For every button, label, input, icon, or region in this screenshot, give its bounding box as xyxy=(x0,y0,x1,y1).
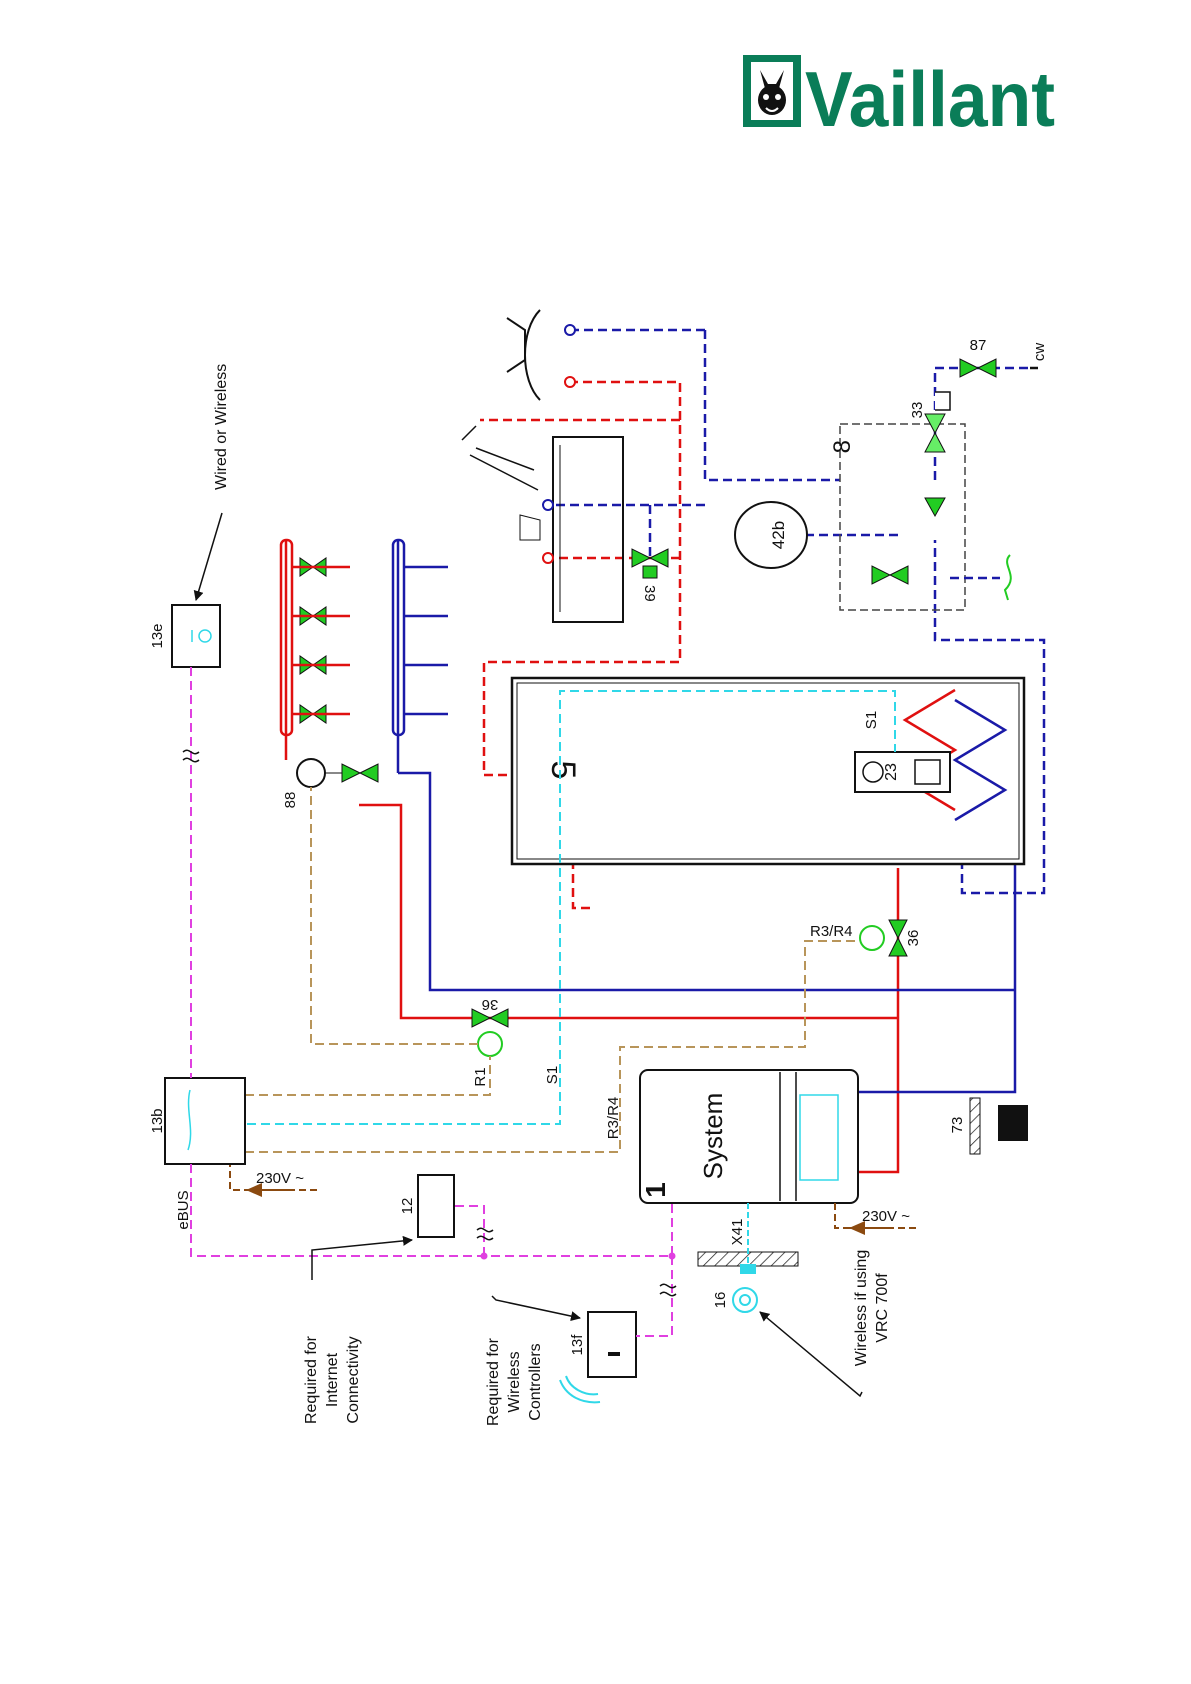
shower-head-icon xyxy=(462,426,538,490)
pump-icon xyxy=(297,759,325,787)
callout-vrc: Wireless if using VRC 700f xyxy=(760,1250,891,1396)
wireless-icon xyxy=(560,1376,600,1402)
thermostat-label: 23 xyxy=(883,763,900,781)
wireless-ctrl-line-3: Controllers xyxy=(527,1343,544,1420)
thermostat-housing xyxy=(855,752,950,792)
boiler-number: 1 xyxy=(640,1182,671,1198)
callout-wireless-controllers: Required for Wireless Controllers xyxy=(485,1296,580,1426)
antenna-label: 16 xyxy=(712,1292,729,1309)
receiver-13f: 13f xyxy=(560,1312,636,1402)
filter-icon xyxy=(998,1105,1028,1141)
actuator-icon xyxy=(860,926,884,950)
expansion-vessel: 42b xyxy=(735,502,807,568)
vaillant-logo: Vaillant xyxy=(743,55,1055,143)
zone-valve-hw: 36 xyxy=(860,920,922,956)
wireless-ctrl-line-1: Required for xyxy=(485,1337,502,1426)
antenna-icon xyxy=(733,1288,757,1312)
power-boiler: 230V ~ xyxy=(835,1203,920,1228)
filter-label: 73 xyxy=(949,1117,966,1134)
receiver-label: 13f xyxy=(569,1334,586,1356)
vrc-line-1: Wireless if using xyxy=(853,1250,870,1366)
power-boiler-label: 230V ~ xyxy=(862,1208,910,1225)
bath-tap-icon xyxy=(520,515,540,540)
tmv-label: 39 xyxy=(641,585,658,602)
antenna: X41 16 xyxy=(698,1203,798,1312)
zone-valve-hw-label: 36 xyxy=(905,930,922,947)
inlet-valves: 33 87 cw xyxy=(909,337,1048,418)
bath xyxy=(462,426,623,622)
wireless-ctrl-line-2: Wireless xyxy=(506,1351,523,1412)
internet-line-1: Required for xyxy=(303,1335,320,1424)
boiler-name: System xyxy=(698,1093,728,1180)
controller-13e-label: 13e xyxy=(149,623,166,648)
sensor-wire-label: S1 xyxy=(544,1066,561,1084)
callout-wired-wireless: Wired or Wireless xyxy=(196,364,230,600)
ufh-pump: 88 xyxy=(282,759,378,808)
system-boiler: System 1 xyxy=(640,1070,858,1203)
relay-r3r4-wire-label: R3/R4 xyxy=(605,1097,622,1140)
pump-88-label: 88 xyxy=(282,792,299,809)
cold-water-label: cw xyxy=(1031,343,1048,362)
unvented-kit: 8 xyxy=(829,414,1011,610)
mixing-valve-icon xyxy=(342,764,378,782)
ebus-label: eBUS xyxy=(175,1190,192,1229)
gateway-label: 12 xyxy=(399,1198,416,1215)
isolation-valve-87-icon xyxy=(960,359,996,377)
vrc-line-2: VRC 700f xyxy=(874,1273,891,1343)
x41-label: X41 xyxy=(729,1219,746,1246)
valve-33-label: 33 xyxy=(909,402,926,419)
ch-return-pipe xyxy=(858,990,1015,1092)
relay-r3r4-top-label: R3/R4 xyxy=(810,923,853,940)
unvented-kit-label: 8 xyxy=(829,440,856,453)
prv-valve-icon xyxy=(872,566,908,584)
basin xyxy=(507,310,575,400)
callout-internet: Required for Internet Connectivity xyxy=(303,1240,412,1424)
brand-name: Vaillant xyxy=(805,55,1055,143)
controller-13b-label: 13b xyxy=(149,1108,166,1133)
wired-wireless-text: Wired or Wireless xyxy=(213,364,230,490)
manifold-valve-icons xyxy=(300,558,326,723)
valve-87-label: 87 xyxy=(970,337,987,354)
cylinder: 5 23 S1 xyxy=(512,678,1024,864)
cylinder-label: 5 xyxy=(544,761,582,780)
controller-13b: 13b xyxy=(149,1078,245,1164)
ch-flow-pipe xyxy=(858,868,898,1172)
strainer-icon xyxy=(935,392,950,410)
relay-r1-label: R1 xyxy=(472,1067,489,1086)
power-controller-label: 230V ~ xyxy=(256,1170,304,1187)
check-valve-icon xyxy=(925,414,945,452)
zone-valve-ch: 36 xyxy=(472,996,508,1056)
internet-line-2: Internet xyxy=(324,1352,341,1407)
internet-line-3: Connectivity xyxy=(345,1336,362,1423)
zone-valve-ch-label: 36 xyxy=(482,996,499,1013)
gateway-12: 12 xyxy=(399,1175,454,1237)
ufh-manifolds xyxy=(281,540,448,735)
expansion-vessel-label: 42b xyxy=(769,521,788,549)
actuator-icon xyxy=(478,1032,502,1056)
controller-13e: 13e xyxy=(149,605,220,667)
tundish-icon xyxy=(1005,555,1011,600)
magnetic-filter: 73 xyxy=(949,1098,1028,1154)
cylinder-sensor-label: S1 xyxy=(863,711,880,729)
